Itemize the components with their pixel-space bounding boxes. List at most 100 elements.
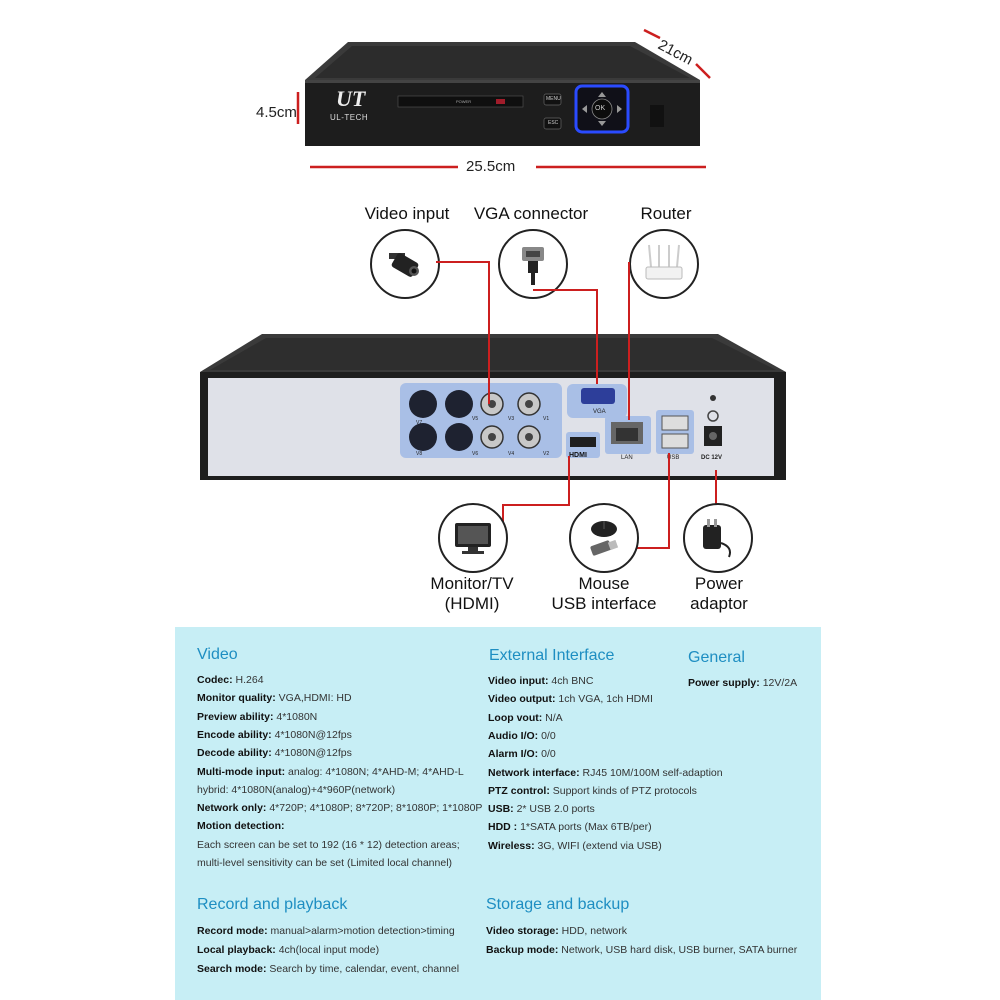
spec-value: 1*SATA ports (Max 6TB/per)	[520, 821, 652, 834]
spec-row: Multi-mode input: analog: 4*1080N; 4*AHD…	[197, 766, 464, 778]
spec-key: Video input:	[488, 675, 552, 687]
spec-value: 0/0	[541, 729, 556, 742]
power-adaptor-label-line1: Power	[694, 574, 744, 593]
power-adaptor-label-line2: adaptor	[690, 594, 748, 613]
spec-key: Motion detection:	[197, 820, 285, 833]
spec-key: HDD :	[488, 821, 521, 834]
spec-key: Alarm I/O:	[488, 748, 542, 761]
vga-port-label: VGA	[593, 409, 606, 415]
general-section-title: General	[688, 649, 745, 666]
spec-row: Loop vout: N/A	[488, 712, 563, 724]
spec-value: 4ch BNC	[551, 675, 594, 687]
spec-row: Decode ability: 4*1080N@12fps	[197, 747, 352, 759]
spec-value: manual>alarm>motion detection>timing	[270, 925, 455, 937]
spec-value: RJ45 10M/100M self-adaption	[582, 766, 723, 779]
video-input-label: Video input	[364, 204, 450, 223]
spec-key: Video output:	[488, 693, 559, 706]
spec-key: Codec:	[197, 674, 236, 686]
mouse-usb-label: Mouse USB interface	[542, 574, 666, 614]
vga-cable-icon	[498, 229, 568, 299]
width-dimension: 25.5cm	[466, 158, 516, 175]
spec-key: Power supply:	[688, 677, 763, 689]
power-adaptor-label: Power adaptor	[674, 574, 764, 614]
record-playback-section-title: Record and playback	[197, 896, 348, 913]
spec-row: PTZ control: Support kinds of PTZ protoc…	[488, 785, 697, 797]
spec-key: PTZ control:	[488, 784, 553, 797]
spec-value: 4*1080N	[276, 710, 318, 723]
port-label-v4: V4	[508, 451, 515, 457]
spec-value: Support kinds of PTZ protocols	[552, 784, 697, 797]
spec-key: USB:	[488, 803, 517, 816]
spec-key: Loop vout:	[488, 711, 546, 724]
spec-value: Search by time, calendar, event, channel	[269, 963, 460, 975]
port-label-v2: V2	[543, 451, 550, 457]
external-interface-section-title: External Interface	[489, 647, 615, 664]
video-section-title: Video	[197, 646, 238, 663]
spec-key: Network interface:	[488, 766, 583, 779]
spec-value: 0/0	[541, 748, 556, 761]
spec-key: Record mode:	[197, 925, 271, 937]
spec-value: N/A	[545, 711, 563, 724]
port-label-v5: V5	[472, 416, 479, 422]
spec-row: Motion detection:	[197, 820, 285, 832]
spec-row: Each screen can be set to 192 (16 * 12) …	[197, 839, 460, 851]
specifications-panel	[175, 627, 821, 1000]
spec-row: Alarm I/O: 0/0	[488, 748, 556, 760]
port-label-v3: V3	[508, 416, 515, 422]
logo-mark: UT	[336, 86, 366, 111]
spec-key: Video storage:	[486, 925, 562, 937]
spec-row: Local playback: 4ch(local input mode)	[197, 944, 379, 956]
spec-value: 4ch(local input mode)	[278, 944, 380, 956]
spec-key: Preview ability:	[197, 710, 277, 723]
spec-key: Monitor quality:	[197, 692, 279, 705]
spec-key: Network only:	[197, 802, 270, 815]
spec-row: Record mode: manual>alarm>motion detecti…	[197, 925, 455, 937]
spec-value: multi-level sensitivity can be set (Limi…	[197, 857, 453, 869]
spec-row: Network only: 4*720P; 4*1080P; 8*720P; 8…	[197, 802, 482, 814]
spec-row: Encode ability: 4*1080N@12fps	[197, 729, 352, 741]
monitor-tv-label-line2: (HDMI)	[444, 594, 500, 613]
spec-value: 3G, WIFI (extend via USB)	[537, 839, 662, 852]
monitor-icon	[438, 503, 508, 573]
router-label: Router	[640, 204, 692, 223]
spec-value: Network, USB hard disk, USB burner, SATA…	[561, 944, 798, 956]
spec-key: Audio I/O:	[488, 729, 542, 742]
spec-row: Codec: H.264	[197, 674, 264, 686]
spec-row: Video storage: HDD, network	[486, 925, 627, 937]
port-label-v8: V8	[416, 451, 423, 457]
dvr-front-illustration	[296, 28, 711, 169]
monitor-tv-label: Monitor/TV (HDMI)	[414, 574, 530, 614]
spec-row: USB: 2* USB 2.0 ports	[488, 803, 595, 815]
spec-value: 4*720P; 4*1080P; 8*720P; 8*1080P; 1*1080…	[269, 802, 483, 815]
dvr-rear-illustration	[200, 334, 786, 480]
spec-row: HDD : 1*SATA ports (Max 6TB/per)	[488, 821, 652, 833]
spec-value: 4*1080N@12fps	[274, 728, 352, 741]
spec-row: Video output: 1ch VGA, 1ch HDMI	[488, 693, 653, 705]
spec-row: Audio I/O: 0/0	[488, 730, 556, 742]
router-icon	[629, 229, 699, 299]
monitor-tv-label-line1: Monitor/TV	[430, 574, 514, 593]
esc-button: ESC	[548, 120, 559, 126]
menu-button: MENU	[546, 96, 561, 102]
connector-lines	[436, 261, 717, 551]
spec-row: Backup mode: Network, USB hard disk, USB…	[486, 944, 797, 956]
mouse-usb-label-line2: USB interface	[551, 594, 657, 613]
mouse-usb-label-line1: Mouse	[578, 574, 630, 593]
spec-value: analog: 4*1080N; 4*AHD-M; 4*AHD-L	[287, 765, 464, 778]
spec-row: Search mode: Search by time, calendar, e…	[197, 963, 459, 975]
spec-value: 12V/2A	[762, 677, 798, 689]
spec-value: hybrid: 4*1080N(analog)+4*960P(network)	[197, 783, 396, 796]
spec-key: Local playback:	[197, 944, 279, 956]
spec-value: H.264	[235, 674, 264, 686]
spec-row: multi-level sensitivity can be set (Limi…	[197, 857, 452, 869]
spec-value: VGA,HDMI: HD	[278, 692, 352, 705]
power-label: POWER	[456, 99, 472, 104]
spec-key: Search mode:	[197, 963, 270, 975]
spec-row: Power supply: 12V/2A	[688, 677, 797, 689]
storage-backup-section-title: Storage and backup	[486, 896, 630, 913]
port-label-v6: V6	[472, 451, 479, 457]
spec-key: Encode ability:	[197, 728, 275, 741]
mouse-usb-icon	[569, 503, 639, 573]
spec-row: Video input: 4ch BNC	[488, 675, 593, 687]
spec-value: HDD, network	[561, 925, 628, 937]
